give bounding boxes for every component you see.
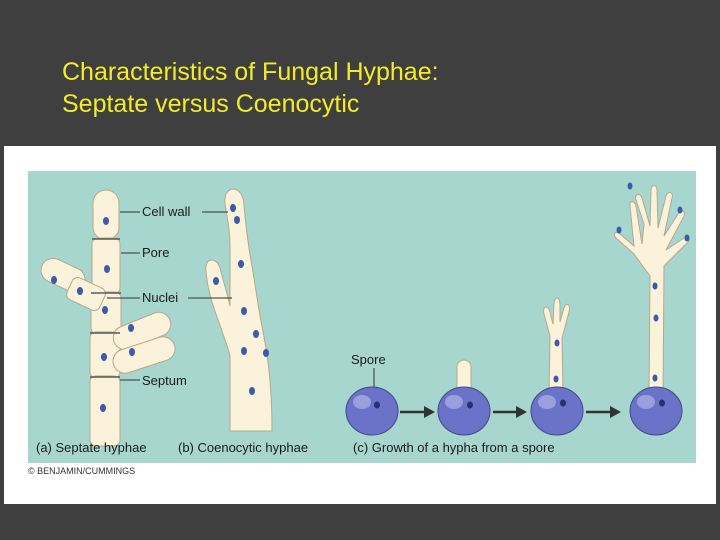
nucleus [249,387,255,395]
label-spore: Spore [351,352,386,367]
nucleus [627,182,633,190]
nucleus [374,401,380,409]
label-nuclei: Nuclei [142,290,178,305]
septate-right-branch-2 [112,336,176,374]
arrow-2 [493,406,527,418]
figure-panel: Cell wall Pore Nuclei Septum Spore [4,146,716,504]
nucleus [100,404,106,412]
nucleus [77,287,83,295]
nucleus [553,375,559,383]
spore-stage-3 [530,297,584,436]
slide-title-line-1: Characteristics of Fungal Hyphae: [62,58,439,86]
spore-stage-2 [437,359,491,436]
label-septum: Septum [142,373,187,388]
spore [437,386,491,436]
nucleus [102,306,108,314]
nucleus [677,206,683,214]
nucleus [103,217,109,225]
slide-title-line-2: Septate versus Coenocytic [62,90,360,118]
nucleus [652,374,658,382]
copyright-notice: © BENJAMIN/CUMMINGS [28,466,135,476]
nucleus [213,277,219,285]
slide-title: Characteristics of Fungal Hyphae: Septat… [62,56,439,120]
nucleus [253,330,259,338]
nucleus [241,307,247,315]
spore [530,386,584,436]
spore-growth-sequence [345,182,690,436]
nucleus [234,216,240,224]
nucleus [554,339,560,347]
nucleus [230,204,236,212]
septate-septa [90,238,121,378]
nucleus [560,399,566,407]
nucleus [128,324,134,332]
arrow-3 [586,406,621,418]
caption-c: (c) Growth of a hypha from a spore [353,440,555,455]
septate-segment-1 [92,189,120,241]
hyphae-diagram: Cell wall Pore Nuclei Septum Spore [28,171,696,476]
spore [629,386,683,436]
nucleus [616,226,622,234]
spore-stage-4 [613,182,690,436]
nucleus [684,234,690,242]
spore-highlight [538,395,556,409]
coenocytic-hypha [205,188,273,432]
nucleus [241,347,247,355]
nucleus [51,276,57,284]
spore-highlight [353,395,371,409]
caption-a: (a) Septate hyphae [36,440,147,455]
nucleus [104,265,110,273]
nucleus [238,260,244,268]
arrow-1 [400,406,435,418]
label-pore: Pore [142,245,169,260]
nucleus [129,348,135,356]
young-hypha [543,297,570,399]
nucleus [652,282,658,290]
caption-b: (b) Coenocytic hyphae [178,440,308,455]
coenocytic-body [205,188,273,432]
label-leaders [107,211,375,398]
nucleus [653,314,659,322]
septate-nuclei [51,217,135,412]
spore-stage-1 [345,386,399,436]
mature-hypha [613,185,690,399]
septate-segment-5 [89,375,121,447]
nucleus [467,401,473,409]
spore-highlight [637,395,655,409]
septate-left-branch-2 [66,276,106,312]
label-cell-wall: Cell wall [142,204,191,219]
nucleus [263,349,269,357]
spore [345,386,399,436]
septate-hyphae [40,189,176,447]
nucleus [659,399,665,407]
spore-highlight [445,395,463,409]
nucleus [101,353,107,361]
coenocytic-nuclei [213,204,269,395]
